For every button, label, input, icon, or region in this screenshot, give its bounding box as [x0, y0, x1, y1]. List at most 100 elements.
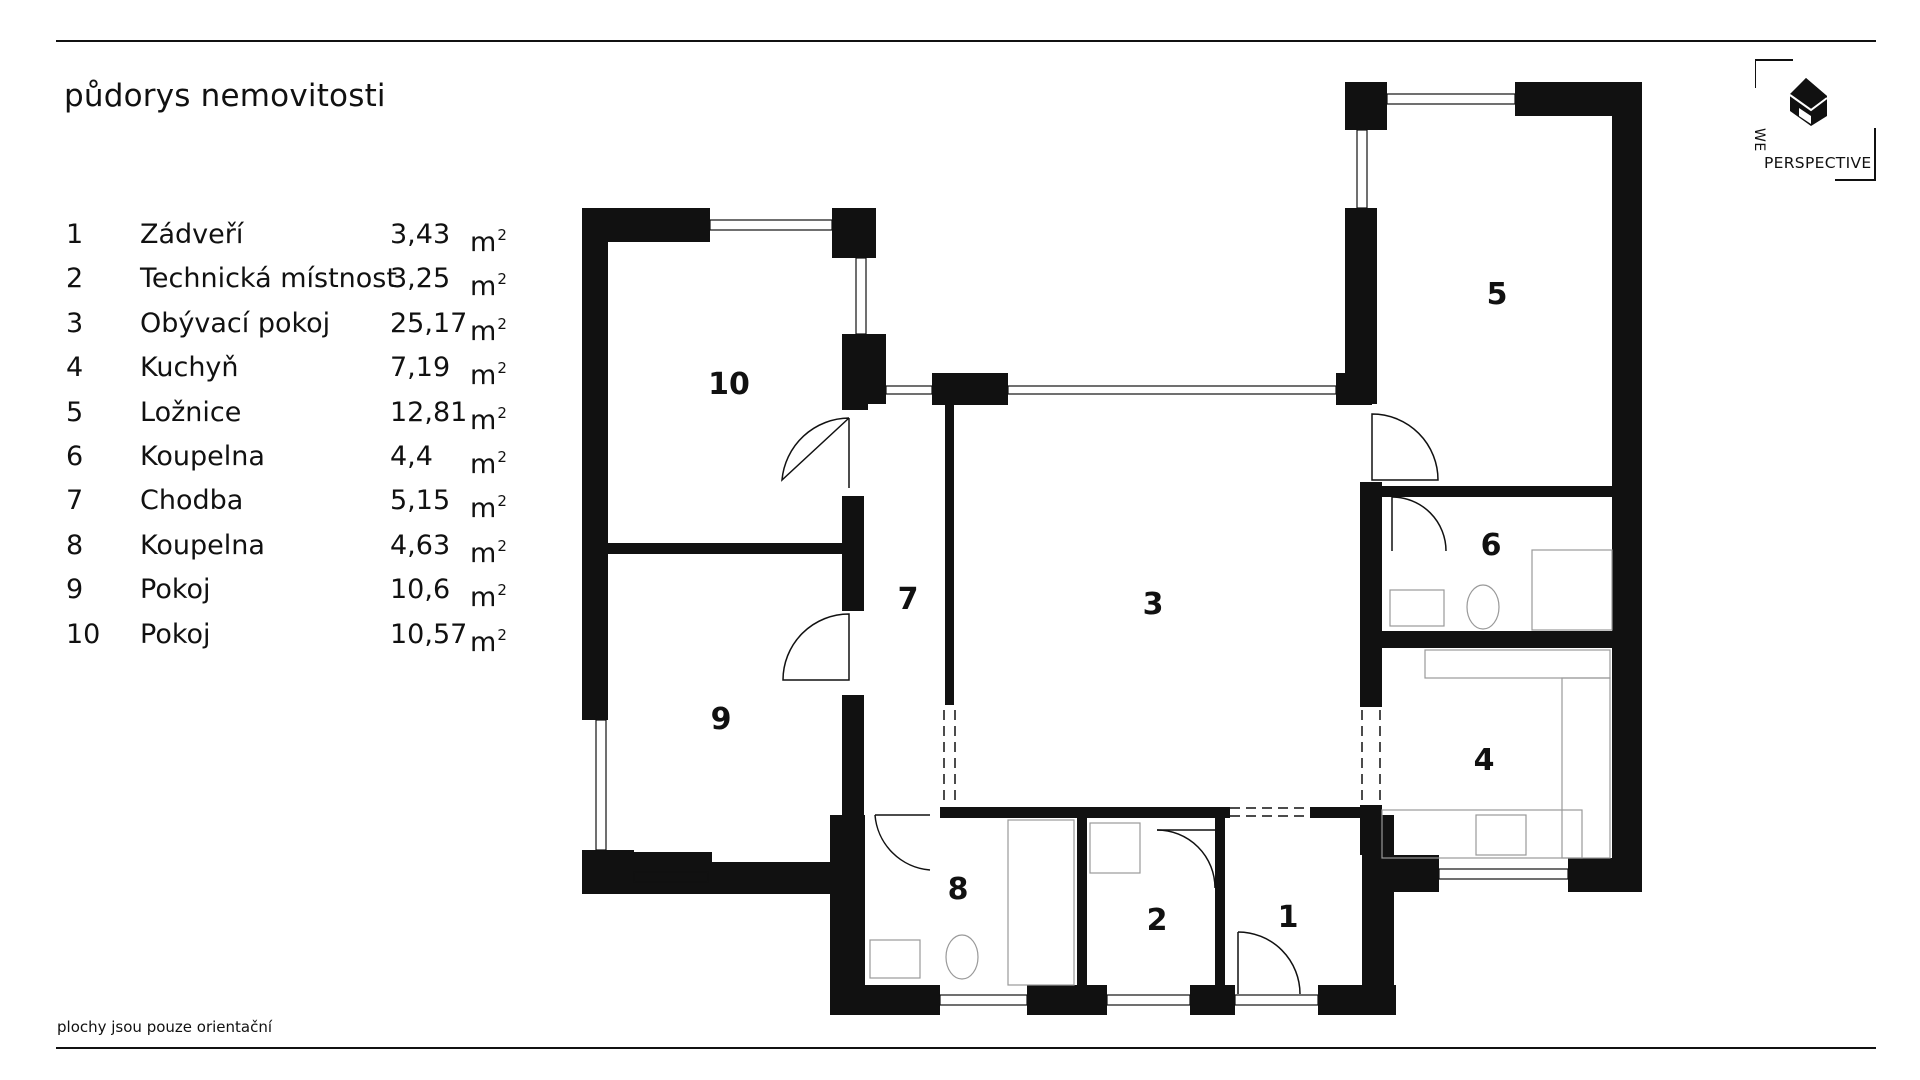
- legend-room-name: Koupelna: [140, 441, 265, 473]
- legend-area-unit: m2: [470, 350, 510, 394]
- legend-row: 4 Kuchyň 7,19 m2: [66, 350, 510, 394]
- legend-area-unit: m2: [470, 439, 510, 483]
- legend-room-name: Kuchyň: [140, 352, 239, 384]
- legend-room-area: 4,63: [390, 529, 451, 561]
- legend-room-name: Zádveří: [140, 219, 244, 250]
- sink-4: [1475, 814, 1527, 856]
- unit-exponent: 2: [497, 448, 507, 467]
- legend-room-area: 25,17: [390, 307, 468, 339]
- counter-side: [1561, 677, 1611, 859]
- counter-top: [1424, 649, 1611, 679]
- legend-row: 7 Chodba 5,15 m2: [66, 483, 510, 527]
- legend-room-name: Obývací pokoj: [140, 307, 331, 339]
- shower-6: [1531, 549, 1613, 631]
- unit-base: m: [470, 404, 497, 436]
- legend-row: 1 Zádveří 3,43 m2: [66, 217, 510, 261]
- unit-base: m: [470, 449, 497, 481]
- legend-room-name: Ložnice: [140, 396, 242, 428]
- room-numbers: 1 2 3 4 5 6 7 8 9 10: [708, 277, 1507, 938]
- legend-area-unit: m2: [470, 306, 510, 350]
- room-number-4: 4: [1474, 743, 1495, 778]
- unit-exponent: 2: [497, 359, 507, 378]
- unit-base: m: [470, 227, 497, 258]
- door-swings: [781, 413, 1447, 995]
- legend-area-unit: m2: [470, 261, 510, 305]
- legend-room-number: 10: [66, 618, 101, 650]
- legend-area-unit: m2: [470, 483, 510, 527]
- fixtures: [869, 549, 1613, 986]
- legend-room-name: Pokoj: [140, 618, 211, 650]
- legend-room-number: 2: [66, 263, 84, 295]
- legend-room-area: 3,25: [390, 263, 451, 295]
- counter-bottom: [1381, 809, 1583, 859]
- page-title: půdorys nemovitosti: [64, 78, 386, 114]
- legend-room-area: 7,19: [390, 352, 451, 384]
- unit-exponent: 2: [497, 625, 507, 644]
- legend-room-area: 10,6: [390, 574, 451, 606]
- legend-room-number: 5: [66, 396, 84, 428]
- legend-room-number: 1: [66, 219, 84, 250]
- unit-base: m: [470, 582, 497, 614]
- unit-exponent: 2: [497, 403, 507, 422]
- legend-area-unit: m2: [470, 217, 510, 261]
- room-number-10: 10: [708, 367, 750, 402]
- window-openings: [595, 93, 1569, 1006]
- legend-row: 9 Pokoj 10,6 m2: [66, 572, 510, 616]
- unit-exponent: 2: [497, 536, 507, 555]
- house-icon: [1789, 78, 1828, 126]
- toilet-8: [945, 934, 979, 980]
- room-number-9: 9: [711, 702, 732, 737]
- area-note: plochy jsou pouze orientační: [57, 1018, 273, 1036]
- unit-base: m: [470, 537, 497, 569]
- room-number-1: 1: [1278, 900, 1299, 935]
- washbasin-8: [869, 939, 921, 979]
- wall-segments: [582, 82, 1642, 1015]
- legend-room-area: 12,81: [390, 396, 468, 428]
- unit-exponent: 2: [497, 270, 507, 289]
- legend-room-area: 10,57: [390, 618, 468, 650]
- legend-room-name: Technická místnost: [140, 263, 397, 295]
- legend-room-area: 4,4: [390, 441, 433, 473]
- boiler: [1089, 822, 1141, 874]
- room-number-7: 7: [898, 582, 919, 617]
- legend-room-name: Pokoj: [140, 574, 211, 606]
- unit-exponent: 2: [497, 492, 507, 511]
- legend-room-area: 5,15: [390, 485, 451, 517]
- unit-exponent: 2: [497, 581, 507, 600]
- legend-room-number: 6: [66, 441, 84, 473]
- unit-exponent: 2: [497, 314, 507, 333]
- room-number-6: 6: [1481, 528, 1502, 563]
- unit-base: m: [470, 315, 497, 347]
- unit-base: m: [470, 626, 497, 658]
- room-number-5: 5: [1487, 277, 1508, 312]
- washbasin-6: [1389, 589, 1445, 627]
- legend-room-name: Koupelna: [140, 529, 265, 561]
- legend-room-number: 4: [66, 352, 84, 384]
- room-number-2: 2: [1147, 903, 1168, 938]
- room-number-3: 3: [1143, 587, 1164, 622]
- legend-room-number: 7: [66, 485, 84, 517]
- legend-area-unit: m2: [470, 395, 510, 439]
- unit-base: m: [470, 360, 497, 392]
- legend-room-number: 3: [66, 307, 84, 339]
- logo-text-perspective: PERSPECTIVE: [1764, 154, 1872, 172]
- legend-room-area: 3,43: [390, 219, 451, 250]
- toilet-6: [1466, 584, 1500, 630]
- legend-room-name: Chodba: [140, 485, 244, 517]
- legend-room-number: 9: [66, 574, 84, 606]
- legend-area-unit: m2: [470, 572, 510, 616]
- legend-area-unit: m2: [470, 617, 510, 661]
- we-perspective-logo: [1755, 59, 1876, 181]
- bottom-rule: [56, 1047, 1876, 1049]
- unit-exponent: 2: [497, 226, 507, 244]
- top-rule: [56, 40, 1876, 42]
- unit-base: m: [470, 271, 497, 303]
- unit-base: m: [470, 493, 497, 525]
